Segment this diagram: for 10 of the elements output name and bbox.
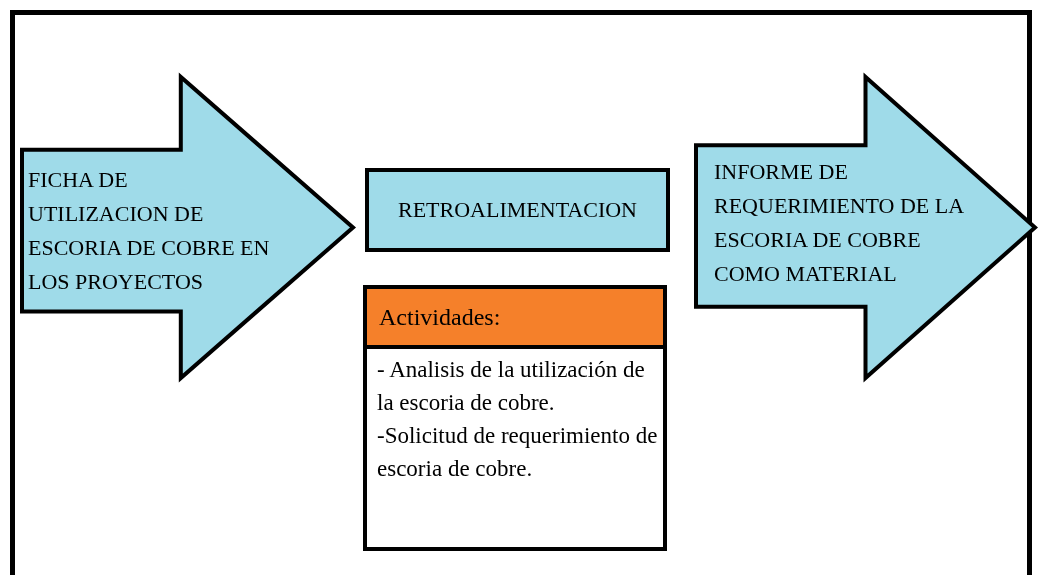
arrow-label: FICHA DE UTILIZACION DE ESCORIA DE COBRE EN LOS PROYECTOS [28, 166, 271, 296]
block-arrow [694, 75, 1037, 380]
process-box [365, 168, 670, 252]
activities-header: Actividades: [367, 289, 663, 349]
box-label: RETROALIMENTACION [398, 197, 637, 223]
activity-item: - Analisis de la utilización de la escoria de cobre. [376, 356, 646, 417]
activities-box [363, 285, 667, 551]
activity-item: -Solicitud de requerimiento de escoria de cobre. [376, 422, 659, 483]
block-arrow [20, 75, 355, 380]
arrow-label: INFORME DE REQUERIMIENTO DE LA ESCORIA DE COBRE COMO MATERIAL [714, 158, 965, 288]
